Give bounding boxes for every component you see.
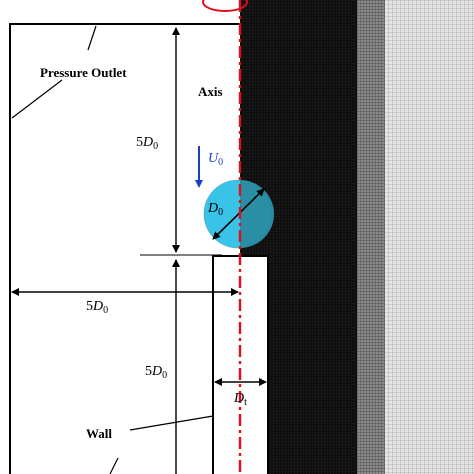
axisymmetric-rotation-symbol — [202, 0, 248, 12]
wall-leader-2 — [109, 457, 119, 474]
droplet-diameter-label: D0 — [207, 201, 223, 218]
wall-leader-1 — [129, 415, 214, 431]
droplet-diameter-arrow — [212, 188, 265, 240]
lower-height-label: 5D0 — [145, 364, 167, 381]
domain-boundary — [9, 23, 240, 474]
pressure-outlet-leader-1 — [87, 25, 97, 51]
tube-diameter-label: Dt — [233, 391, 247, 408]
axis-label: Axis — [198, 84, 223, 99]
computational-mesh — [240, 0, 474, 474]
wall-label: Wall — [86, 426, 112, 441]
mesh-coarse-region — [385, 0, 474, 474]
velocity-label: U0 — [208, 151, 223, 168]
upper-height-label: 5D0 — [136, 135, 158, 152]
pressure-outlet-leader-2 — [11, 79, 63, 119]
mesh-transition-region — [357, 0, 385, 474]
pressure-outlet-label: Pressure Outlet — [40, 65, 127, 80]
width-label: 5D0 — [86, 299, 108, 316]
